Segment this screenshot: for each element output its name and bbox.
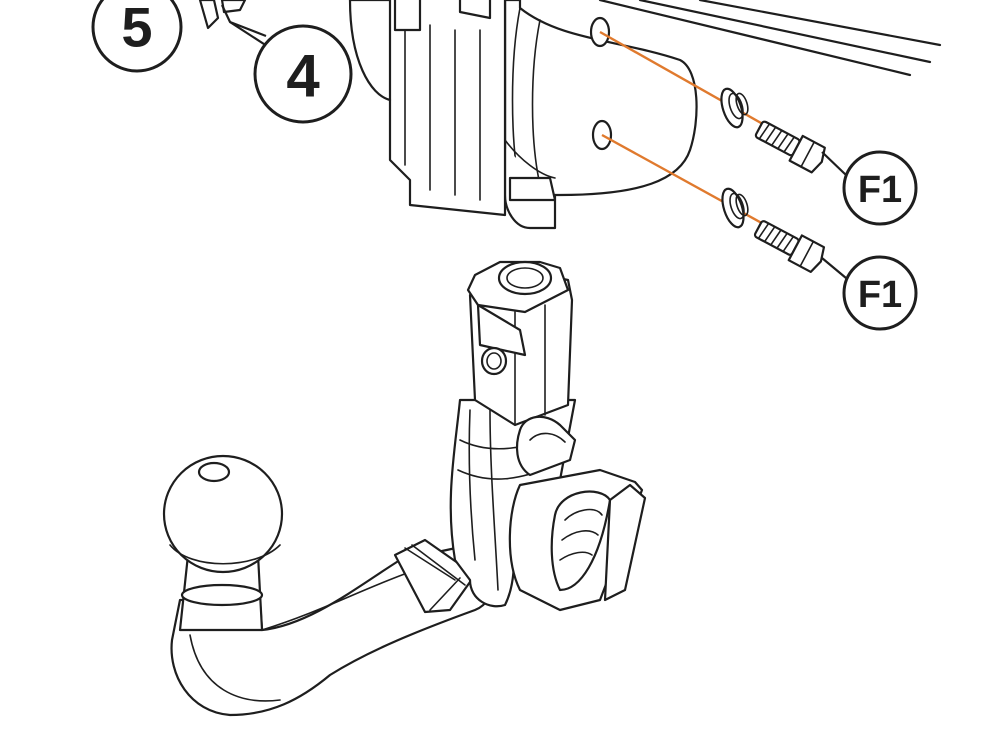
small-clip-part [198, 0, 247, 30]
arm-collar [393, 538, 477, 614]
callout-4: 4 [221, 4, 353, 124]
bolt-upper [754, 120, 826, 174]
tow-ball [162, 454, 284, 632]
side-lever-plate [508, 468, 647, 612]
callout-f1-lower: F1 [821, 255, 918, 331]
upper-mount-block [466, 260, 574, 427]
callout-f1-upper: F1 [821, 150, 918, 226]
bracket-housing [348, 0, 557, 230]
callout-4-label: 4 [286, 43, 320, 110]
release-knob [515, 415, 577, 477]
washer-upper [720, 87, 749, 129]
callout-f1-lower-label: F1 [858, 274, 902, 316]
callout-5: 5 [91, 0, 183, 73]
vehicle-frame [503, 0, 942, 197]
callout-5-label: 5 [121, 0, 152, 59]
bolt-lower [753, 220, 826, 274]
washer-lower [721, 187, 749, 229]
callout-f1-upper-label: F1 [858, 169, 902, 211]
